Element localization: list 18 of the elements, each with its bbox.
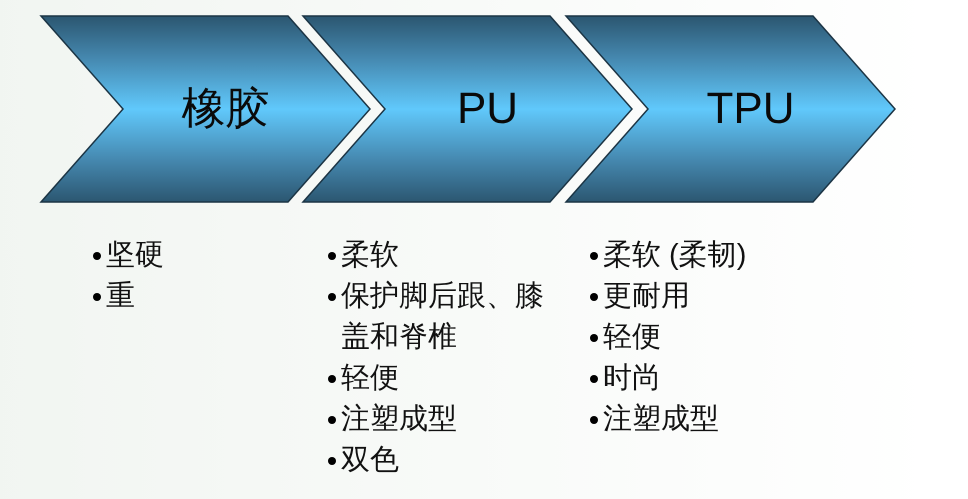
bullet-text: 注塑成型 [341,402,458,437]
bullet-text: 双色 [341,443,400,478]
bullet-text: 重 [106,279,136,314]
chevron-step-shape [41,16,370,202]
bullet-text: 柔软 [341,238,400,273]
chevron-step-shape [566,16,895,202]
chevron-step-shape [303,16,632,202]
step-label: PU [456,87,518,131]
bullet-text: 注塑成型 [603,402,720,437]
bullet-text: 柔软 (柔韧) [603,238,748,273]
bullet-text: 轻便 [603,320,662,355]
step-label: 橡胶 [182,87,270,131]
bullet-text: 更耐用 [603,279,691,314]
bullet-text: 保护脚后跟、膝盖和脊椎 [341,279,545,355]
bullet-text: 坚硬 [106,238,165,273]
bullet-text: 时尚 [603,361,662,396]
step-label: TPU [706,87,794,131]
bullet-text: 轻便 [341,361,400,396]
